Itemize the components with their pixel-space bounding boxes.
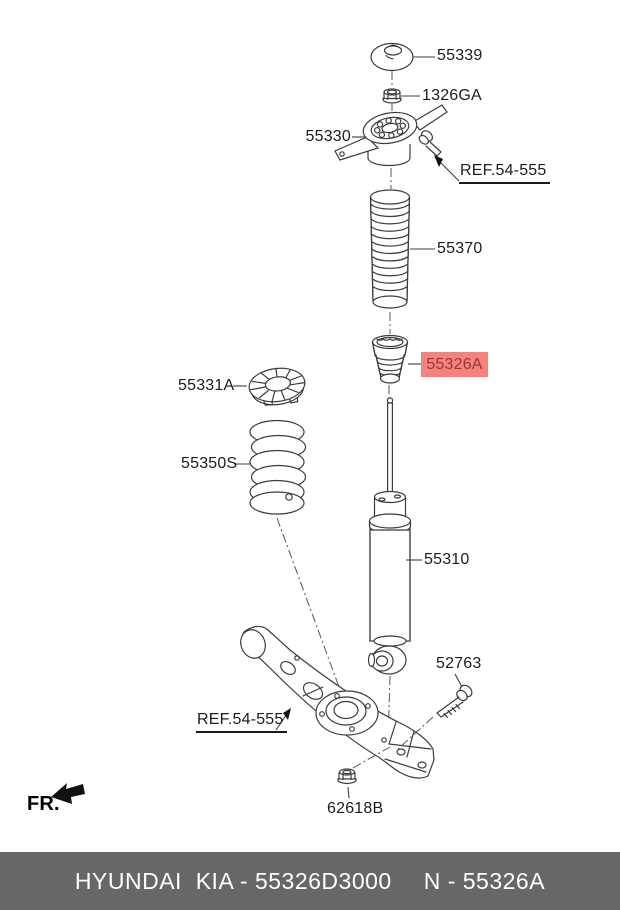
leader-lines bbox=[233, 56, 463, 799]
part-label-55331A[interactable]: 55331A bbox=[178, 377, 235, 394]
part-label-55330[interactable]: 55330 bbox=[305, 128, 351, 145]
coil-spring-drawing bbox=[249, 419, 307, 515]
strut-cap-drawing bbox=[370, 42, 414, 72]
part-label-55350S[interactable]: 55350S bbox=[181, 455, 238, 472]
spring-pad-drawing bbox=[248, 367, 306, 406]
ref-label-bottom[interactable]: REF.54-555 bbox=[196, 711, 287, 733]
flange-nut-drawing bbox=[337, 746, 391, 785]
center-lines bbox=[388, 71, 393, 398]
part-label-55310[interactable]: 55310 bbox=[424, 551, 470, 568]
arm-bolt-drawing bbox=[397, 684, 473, 750]
part-label-55339[interactable]: 55339 bbox=[437, 47, 483, 64]
dust-cover-drawing bbox=[369, 189, 411, 309]
ref-label-top[interactable]: REF.54-555 bbox=[459, 162, 550, 184]
lock-nut-drawing bbox=[382, 88, 402, 104]
part-label-55370[interactable]: 55370 bbox=[437, 240, 483, 257]
footer-catalog-code: HYUNDAI KIA - 55326D3000 bbox=[74, 867, 392, 894]
lower-arm-drawing bbox=[240, 625, 435, 779]
part-label-62618B[interactable]: 62618B bbox=[327, 800, 384, 817]
mount-bolt-drawing bbox=[418, 130, 460, 182]
shock-absorber-drawing bbox=[367, 397, 412, 675]
part-label-1326GA[interactable]: 1326GA bbox=[422, 87, 482, 104]
footer-part-reference: N - 55326A bbox=[423, 867, 546, 894]
fr-direction-arrow-icon bbox=[51, 783, 85, 804]
strut-mount-drawing bbox=[334, 104, 448, 167]
parts-diagram bbox=[51, 42, 473, 804]
ref-top-arrowhead bbox=[434, 155, 443, 167]
part-label-55326A-highlighted[interactable]: 55326A bbox=[421, 352, 488, 377]
footer-bar: HYUNDAI KIA - 55326D3000 N - 55326A bbox=[0, 852, 620, 910]
part-label-52763[interactable]: 52763 bbox=[436, 655, 482, 672]
bump-stopper-drawing bbox=[371, 334, 409, 384]
front-direction-label: FR. bbox=[27, 793, 60, 815]
ref-bottom-arrowhead bbox=[283, 708, 291, 720]
